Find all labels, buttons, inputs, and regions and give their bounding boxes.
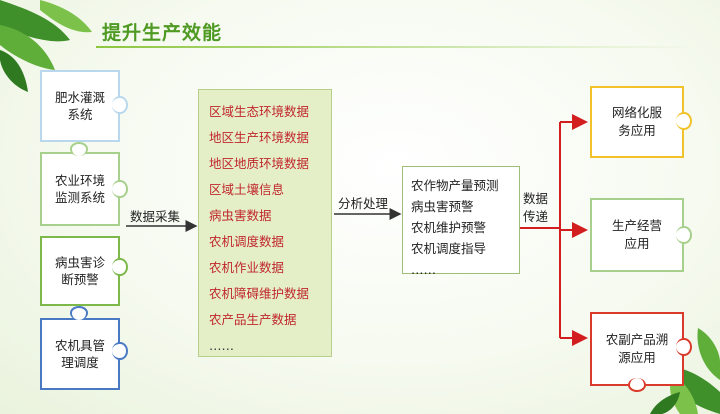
transfer-label: 数据 传递 xyxy=(523,190,548,226)
title-underline xyxy=(96,46,700,48)
output-label-line1: 农副产品溯 xyxy=(605,332,669,347)
source-label-line1: 农业环境 xyxy=(54,173,105,188)
output-label-line2: 源应用 xyxy=(618,350,656,365)
collect-label: 数据采集 xyxy=(130,209,181,224)
source-label-line1: 农机具管 xyxy=(54,338,105,353)
transfer-arrows xyxy=(520,114,588,346)
data-list-box: 区域生态环境数据 地区生产环境数据 地区地质环境数据 区域土壤信息 病虫害数据 … xyxy=(198,89,332,357)
source-label-line2: 系统 xyxy=(67,107,93,122)
source-label-line1: 肥水灌溉 xyxy=(54,90,105,105)
leaf-decoration-top-left xyxy=(0,0,92,92)
data-item: 地区生产环境数据 xyxy=(209,130,310,145)
source-label-line2: 断预警 xyxy=(61,272,99,287)
data-item-ellipsis: …… xyxy=(209,338,234,353)
analysis-item: 病虫害预警 xyxy=(411,199,474,214)
source-label-line1: 病虫害诊 xyxy=(54,255,105,270)
source-label-line2: 监测系统 xyxy=(54,190,105,205)
output-label-line2: 应用 xyxy=(624,236,650,251)
analysis-item: 农机调度指导 xyxy=(411,241,487,256)
source-label-line2: 理调度 xyxy=(61,355,99,370)
output-label-line1: 网络化服 xyxy=(611,105,662,120)
data-item: 地区地质环境数据 xyxy=(209,156,310,171)
analyze-label: 分析处理 xyxy=(338,196,389,211)
analysis-item: 农作物产量预测 xyxy=(411,178,499,193)
analysis-box: 农作物产量预测 病虫害预警 农机维护预警 农机调度指导 …… xyxy=(402,166,520,277)
transfer-label-line2: 传递 xyxy=(523,209,549,224)
analysis-item: 农机维护预警 xyxy=(411,220,487,235)
data-item: 农机调度数据 xyxy=(209,234,285,249)
data-item: 农机障碍维护数据 xyxy=(209,286,310,301)
page-title: 提升生产效能 xyxy=(102,22,223,44)
transfer-label-line1: 数据 xyxy=(523,191,549,206)
data-item: 区域生态环境数据 xyxy=(209,104,310,119)
data-item: 农产品生产数据 xyxy=(209,312,297,327)
analysis-item-ellipsis: …… xyxy=(411,262,436,277)
output-label-line1: 生产经营 xyxy=(611,218,662,233)
data-item: 农机作业数据 xyxy=(209,260,285,275)
output-label-line2: 务应用 xyxy=(618,123,656,138)
data-item: 病虫害数据 xyxy=(209,208,272,223)
data-item: 区域土壤信息 xyxy=(209,182,285,197)
